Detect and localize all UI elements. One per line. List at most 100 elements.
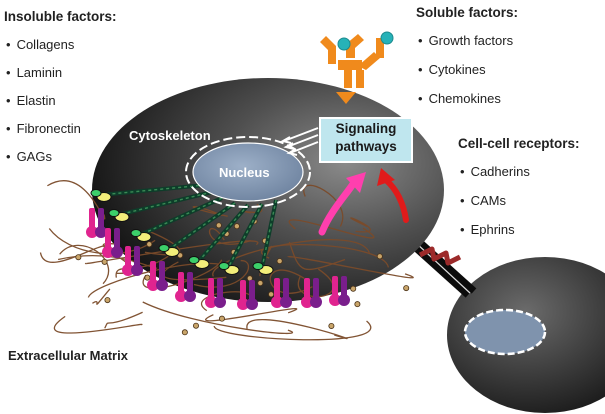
integrin-alpha: [178, 272, 184, 294]
nuclear-signal-arrows: [280, 127, 319, 156]
integrin-receptors: [86, 208, 350, 310]
nucleus-label: Nucleus: [219, 165, 270, 180]
ecm-bead: [215, 222, 222, 229]
collagen-fiber: [269, 269, 313, 294]
talin-node: [130, 229, 142, 237]
integrin-beta-head: [111, 246, 123, 258]
soluble-factor-item-label: Chemokines: [428, 91, 501, 106]
integrin-alpha: [89, 208, 95, 230]
cell-cell-receptors-title: Cell-cell receptors:: [458, 136, 580, 151]
ecm-bead: [75, 254, 82, 261]
neighbor-cell: [447, 257, 605, 413]
collagen-fiber: [144, 231, 181, 256]
collagen-fiber: [53, 315, 143, 334]
bullet: •: [418, 91, 423, 106]
ecm-bead: [101, 258, 108, 265]
soluble-factor-item: • Chemokines: [418, 92, 501, 105]
integrin-beta-head: [131, 264, 143, 276]
collagen-fiber: [350, 217, 371, 233]
integrin-alpha-head: [175, 290, 187, 302]
integrin-alpha: [304, 278, 310, 300]
collagen-fiber: [204, 307, 298, 322]
soluble-factors-title: Soluble factors:: [416, 5, 519, 20]
growth-factor-receptor: [320, 31, 394, 104]
collagen-fiber: [246, 319, 348, 340]
ecm-bead: [354, 301, 361, 308]
collagen-fiber: [104, 311, 143, 329]
collagen-fiber: [212, 239, 371, 277]
insoluble-factor-item-label: Fibronectin: [16, 121, 81, 136]
actin-filament-strand: [197, 204, 249, 263]
signaling-label-line1: Signaling: [335, 121, 397, 136]
signaling-pathways-box: [319, 117, 413, 163]
insoluble-factors-title: Insoluble factors:: [4, 9, 117, 24]
ecm-bead: [144, 274, 151, 281]
integrin-beta-head: [280, 296, 292, 308]
integrin-beta-head: [310, 296, 322, 308]
collagen-fiber: [59, 244, 110, 285]
collagen-fiber: [92, 288, 111, 305]
bullet: •: [6, 65, 11, 80]
cytoskeleton-label: Cytoskeleton: [129, 128, 211, 143]
integrin-beta: [217, 278, 223, 300]
integrin-beta: [98, 208, 104, 230]
integrin-beta-head: [246, 298, 258, 310]
collagen-fiber: [47, 180, 106, 220]
talin-node: [108, 209, 120, 217]
collagen-fiber: [192, 205, 228, 217]
collagen-fiber: [48, 228, 156, 255]
ecm-bead: [257, 280, 264, 287]
ecm-bead: [104, 297, 111, 304]
soluble-factor-item-label: Cytokines: [428, 62, 486, 77]
bullet: •: [6, 149, 11, 164]
integrin-alpha-head: [102, 246, 114, 258]
integrin-beta: [313, 278, 319, 300]
integrin-beta: [283, 278, 289, 300]
cell-cell-receptor-item: •Cadherins: [460, 165, 530, 178]
insoluble-factor-item: •Collagens: [6, 38, 74, 51]
integrin-beta: [249, 280, 255, 302]
talin-node: [90, 189, 102, 197]
ecm-bead: [350, 285, 357, 292]
insoluble-factor-item-label: Collagens: [16, 37, 75, 52]
integrin-alpha-head: [147, 279, 159, 291]
signaling-label-line2: pathways: [335, 139, 397, 154]
bullet: •: [418, 33, 423, 48]
extracellular-matrix-label: Extracellular Matrix: [8, 348, 128, 363]
soluble-factor-item: • Growth factors: [418, 34, 513, 47]
integrin-beta: [134, 246, 140, 268]
ecm-bead: [403, 285, 410, 292]
cell-cell-receptor-item: •CAMs: [460, 194, 506, 207]
integrin-alpha: [125, 246, 131, 268]
cell-cell-receptor-item-label: CAMs: [470, 193, 506, 208]
soluble-factor-item-label: Growth factors: [428, 33, 514, 48]
collagen-fiber: [303, 184, 344, 227]
cytoskeleton-filaments: [90, 183, 278, 275]
cell-cell-receptor-item-label: Cadherins: [470, 164, 530, 179]
collagen-fiber: [288, 241, 346, 271]
integrin-alpha-head: [122, 264, 134, 276]
ecm-bead: [192, 322, 199, 329]
integrin-alpha: [150, 261, 156, 283]
integrin-alpha: [208, 278, 214, 300]
insoluble-factor-item-label: Elastin: [16, 93, 56, 108]
ecm-bead: [146, 241, 153, 248]
integrin-alpha-head: [329, 294, 341, 306]
integrin-alpha-head: [271, 296, 283, 308]
talin-node: [158, 244, 170, 252]
cell-cell-receptor-item-label: Ephrins: [470, 222, 515, 237]
integrin-beta: [114, 228, 120, 250]
insoluble-factor-item-label: GAGs: [16, 149, 52, 164]
actin-filament-strand: [227, 203, 263, 269]
insoluble-factor-item: •Elastin: [6, 94, 56, 107]
cell-cell-receptor-item: •Ephrins: [460, 223, 515, 236]
ecm-bead: [328, 322, 335, 329]
integrin-alpha: [274, 278, 280, 300]
collagen-fiber: [297, 268, 334, 298]
collagen-fiber: [142, 301, 293, 335]
integrin-alpha-head: [301, 296, 313, 308]
integrin-beta-head: [338, 294, 350, 306]
insoluble-factor-item: • GAGs: [6, 150, 52, 163]
ecm-beads: [75, 218, 410, 336]
talin-node: [188, 256, 200, 264]
